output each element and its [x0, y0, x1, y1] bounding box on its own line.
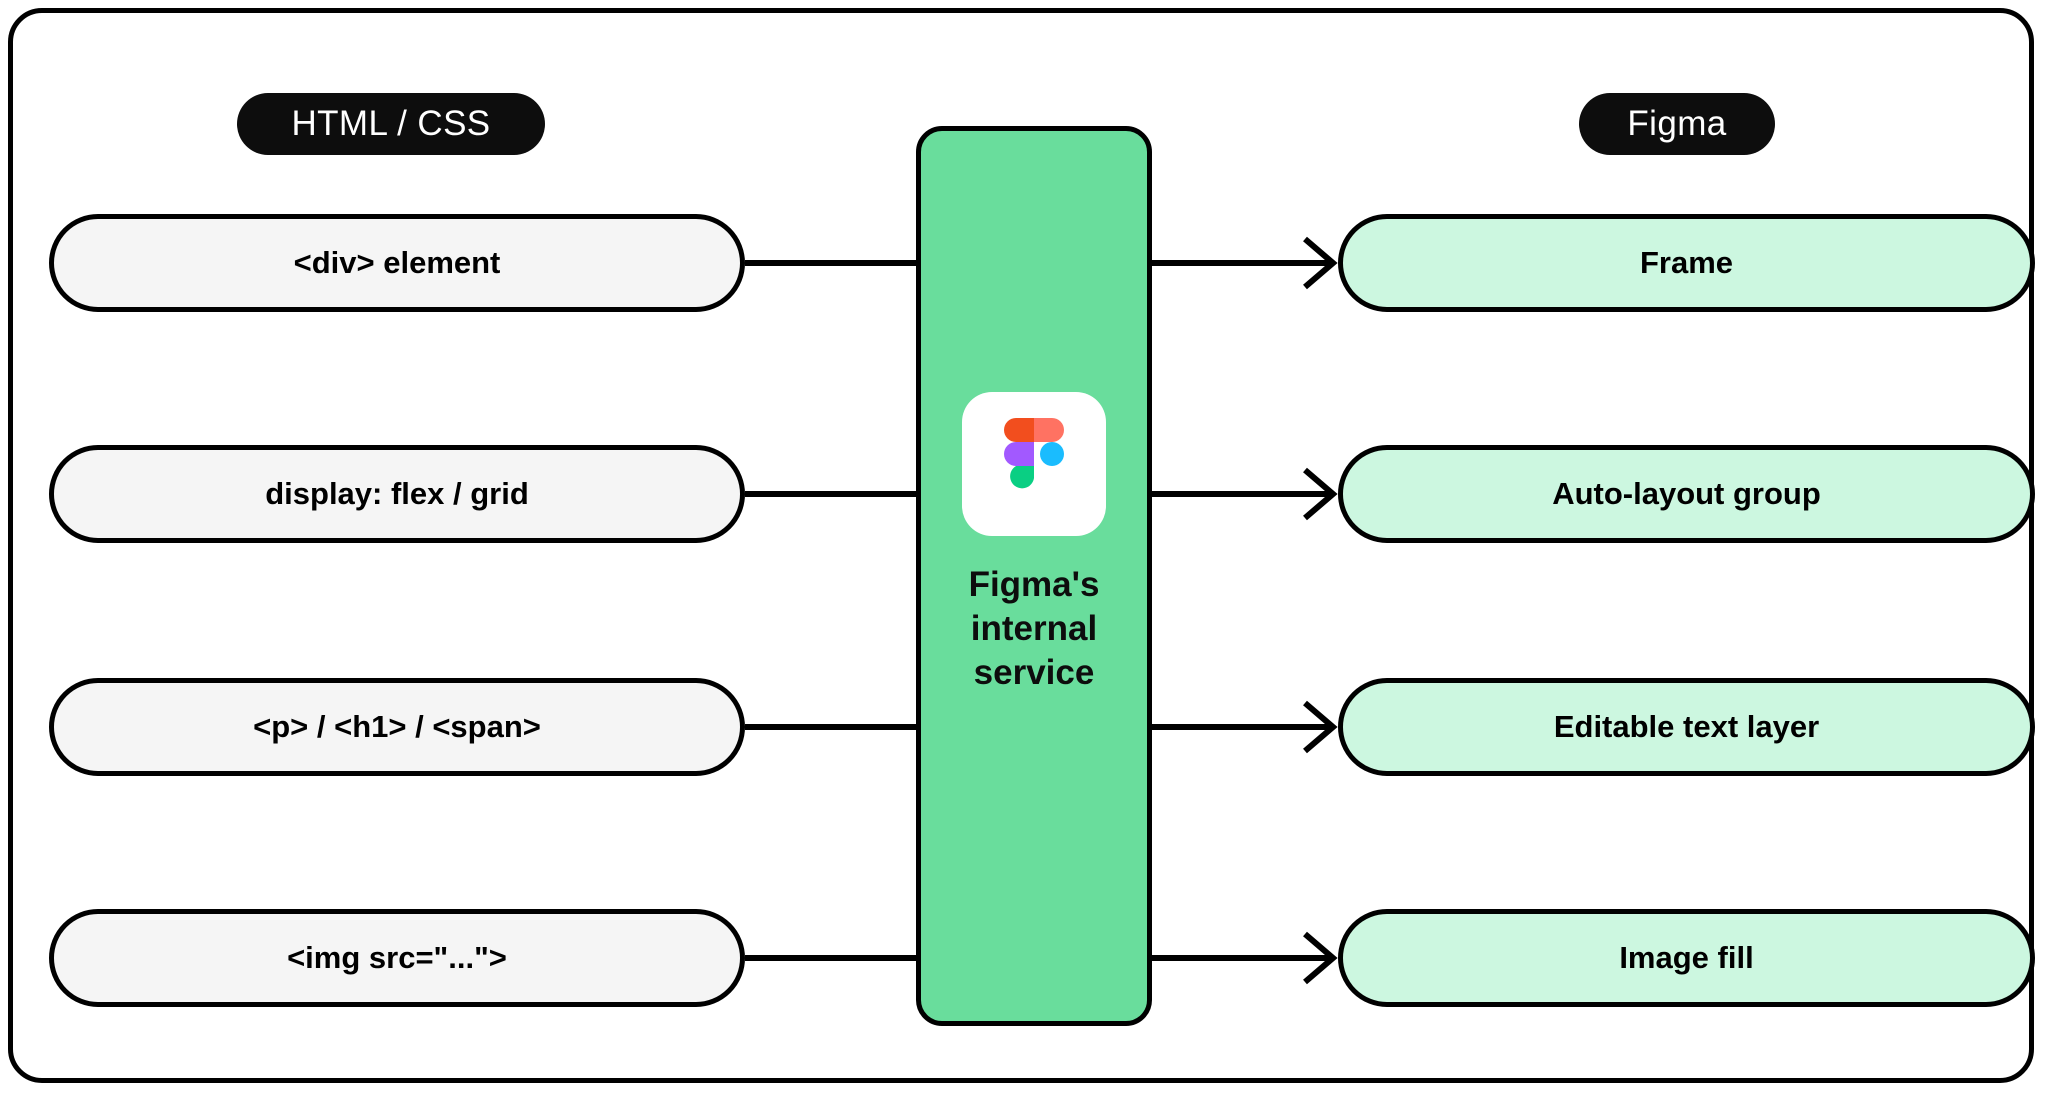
arrow-right-icon-row-2	[1303, 467, 1338, 521]
target-node-frame[interactable]: Frame	[1338, 214, 2035, 312]
source-node-display-flex[interactable]: display: flex / grid	[49, 445, 745, 543]
target-node-image-fill[interactable]: Image fill	[1338, 909, 2035, 1007]
figma-logo-icon	[1004, 418, 1064, 489]
figma-internal-service-column: Figma's internal service	[916, 126, 1152, 1026]
column-header-figma: Figma	[1579, 93, 1775, 155]
service-caption: Figma's internal service	[968, 565, 1100, 692]
target-node-auto-layout-group[interactable]: Auto-layout group	[1338, 445, 2035, 543]
arrow-right-icon-row-4	[1303, 931, 1338, 985]
figma-logo-card	[962, 392, 1106, 536]
arrow-right-icon-row-1	[1303, 236, 1338, 290]
target-node-editable-text[interactable]: Editable text layer	[1338, 678, 2035, 776]
source-node-img-tag[interactable]: <img src="...">	[49, 909, 745, 1007]
arrow-right-icon-row-3	[1303, 700, 1338, 754]
diagram-frame: HTML / CSS Figma <div> element display: …	[8, 8, 2035, 1083]
source-node-div-element[interactable]: <div> element	[49, 214, 745, 312]
source-node-text-tags[interactable]: <p> / <h1> / <span>	[49, 678, 745, 776]
column-header-html-css: HTML / CSS	[237, 93, 545, 155]
